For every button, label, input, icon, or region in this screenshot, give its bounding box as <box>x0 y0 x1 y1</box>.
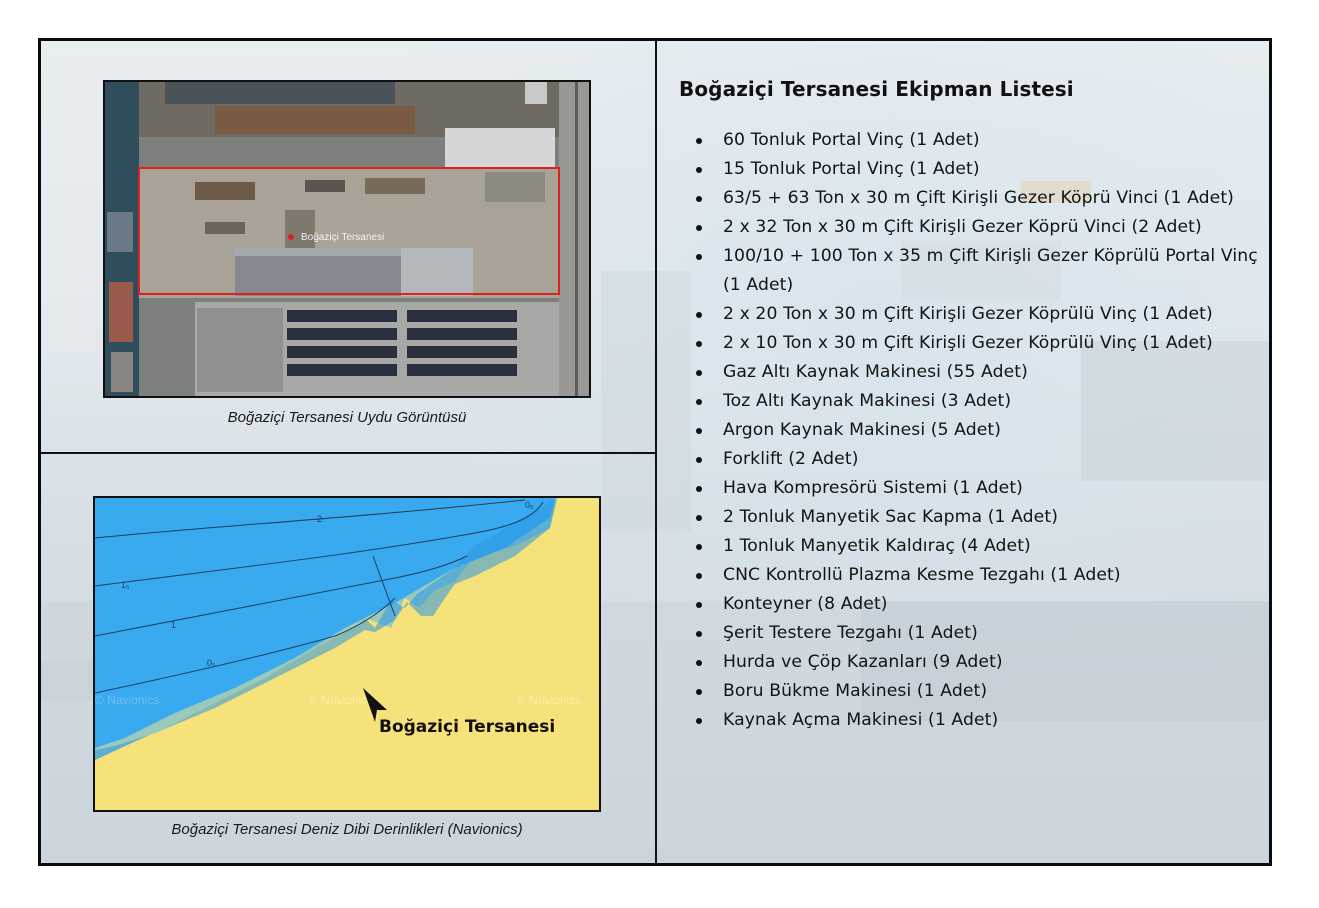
equipment-list-item: Hava Kompresörü Sistemi (1 Adet) <box>679 474 1259 503</box>
equipment-list-item: 15 Tonluk Portal Vinç (1 Adet) <box>679 155 1259 184</box>
equipment-list-item: Kaynak Açma Makinesi (1 Adet) <box>679 706 1259 735</box>
equipment-list-item: 1 Tonluk Manyetik Kaldıraç (4 Adet) <box>679 532 1259 561</box>
vertical-divider <box>655 41 657 863</box>
equipment-title: Boğaziçi Tersanesi Ekipman Listesi <box>679 77 1074 101</box>
depth-map: 2 1₅ 1 0₅ 0₅ © Navionics © Navionics © N… <box>93 496 601 812</box>
equipment-list-item: Hurda ve Çöp Kazanları (9 Adet) <box>679 648 1259 677</box>
equipment-list-item: Boru Bükme Makinesi (1 Adet) <box>679 677 1259 706</box>
satellite-label: Boğaziçi Tersanesi <box>301 232 384 243</box>
satellite-image: Boğaziçi Tersanesi <box>103 80 591 398</box>
location-arrow-icon <box>363 688 387 722</box>
equipment-list-item: Gaz Altı Kaynak Makinesi (55 Adet) <box>679 358 1259 387</box>
equipment-list-item: CNC Kontrollü Plazma Kesme Tezgahı (1 Ad… <box>679 561 1259 590</box>
contour-label: 0₅ <box>207 658 216 668</box>
watermark: © Navionics <box>309 693 373 707</box>
equipment-list-item: 2 Tonluk Manyetik Sac Kapma (1 Adet) <box>679 503 1259 532</box>
depth-map-drawing: 2 1₅ 1 0₅ 0₅ © Navionics © Navionics © N… <box>95 498 599 810</box>
contour-label: 1₅ <box>121 580 130 590</box>
satellite-drawing: Boğaziçi Tersanesi <box>105 82 589 396</box>
equipment-list-item: 2 x 20 Ton x 30 m Çift Kirişli Gezer Köp… <box>679 300 1259 329</box>
contour-label: 0₅ <box>525 500 534 510</box>
satellite-caption: Boğaziçi Tersanesi Uydu Görüntüsü <box>227 409 467 426</box>
watermark: © Navionics <box>517 693 581 707</box>
equipment-list-item: Forklift (2 Adet) <box>679 445 1259 474</box>
contour-label: 1 <box>171 620 176 630</box>
equipment-list-item: Konteyner (8 Adet) <box>679 590 1259 619</box>
equipment-list-item: 2 x 32 Ton x 30 m Çift Kirişli Gezer Köp… <box>679 213 1259 242</box>
equipment-list: 60 Tonluk Portal Vinç (1 Adet)15 Tonluk … <box>679 126 1259 735</box>
watermark: © Navionics <box>95 693 159 707</box>
equipment-list-item: 60 Tonluk Portal Vinç (1 Adet) <box>679 126 1259 155</box>
equipment-list-item: 63/5 + 63 Ton x 30 m Çift Kirişli Gezer … <box>679 184 1259 213</box>
equipment-panel: Boğaziçi Tersanesi Ekipman Listesi 60 To… <box>679 77 1259 735</box>
depth-map-label: Boğaziçi Tersanesi <box>379 717 555 737</box>
equipment-list-item: 100/10 + 100 Ton x 35 m Çift Kirişli Gez… <box>679 242 1259 300</box>
horizontal-divider <box>41 452 656 454</box>
contour-label: 2 <box>317 514 322 524</box>
equipment-list-item: Toz Altı Kaynak Makinesi (3 Adet) <box>679 387 1259 416</box>
depth-map-caption: Boğaziçi Tersanesi Deniz Dibi Derinlikle… <box>171 821 523 838</box>
content-frame: Boğaziçi Tersanesi Boğaziçi Tersanesi Uy… <box>38 38 1272 866</box>
equipment-list-item: Şerit Testere Tezgahı (1 Adet) <box>679 619 1259 648</box>
equipment-list-item: 2 x 10 Ton x 30 m Çift Kirişli Gezer Köp… <box>679 329 1259 358</box>
equipment-list-item: Argon Kaynak Makinesi (5 Adet) <box>679 416 1259 445</box>
